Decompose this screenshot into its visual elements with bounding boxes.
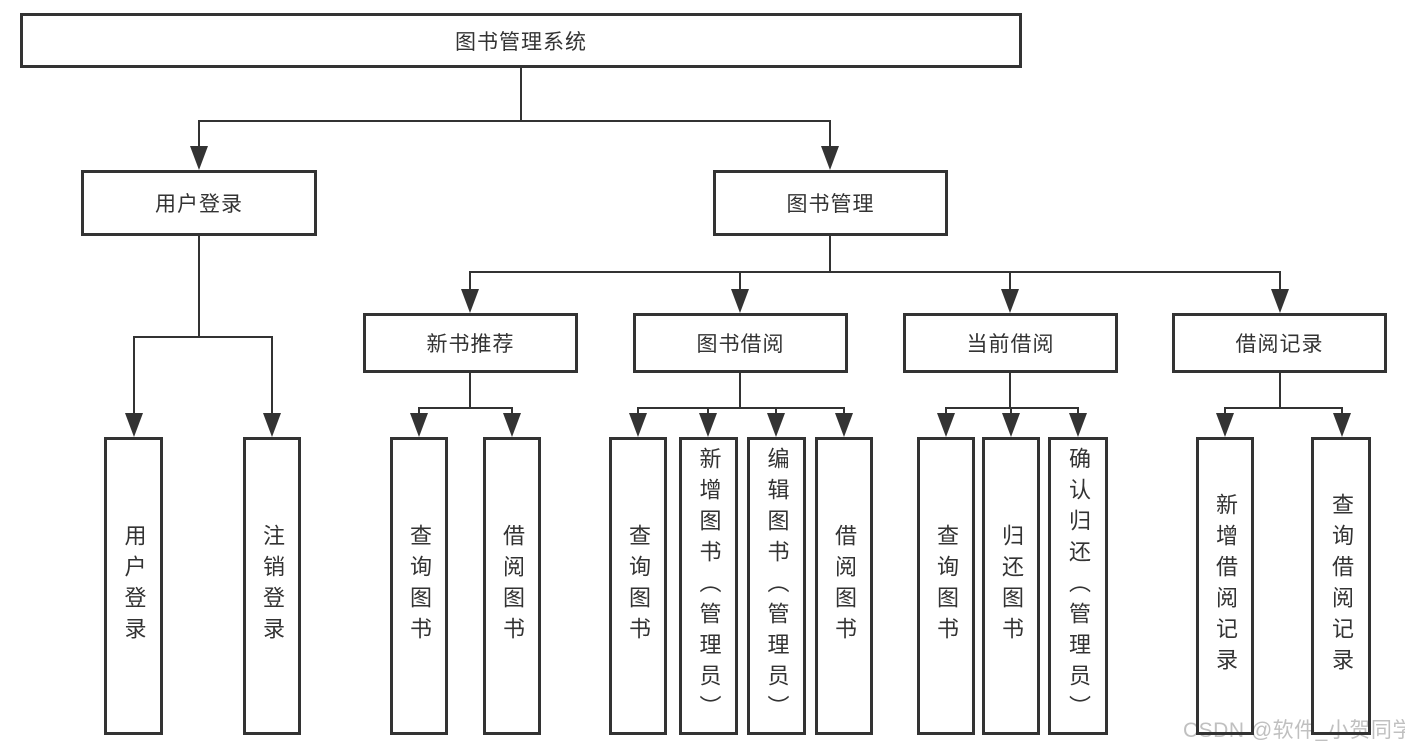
leaf-records-query-record: 查询借阅记录	[1311, 437, 1371, 735]
connector-line	[469, 271, 1281, 273]
leaf-user-login: 用户登录	[104, 437, 163, 735]
connector-line	[418, 407, 420, 414]
leaf-borrow-add-books-admin-label: 新增图书（管理员）	[696, 446, 722, 726]
connector-line	[1009, 271, 1011, 290]
connector-line	[198, 120, 200, 147]
connector-line	[739, 372, 741, 408]
arrowhead-icon	[1069, 413, 1087, 437]
leaf-records-query-record-label: 查询借阅记录	[1329, 493, 1354, 679]
node-book-borrowing-label: 图书借阅	[696, 333, 785, 356]
arrowhead-icon	[410, 413, 428, 437]
connector-line	[829, 235, 831, 272]
connector-line	[198, 120, 831, 122]
leaf-current-query-books: 查询图书	[917, 437, 975, 735]
node-borrowing-records: 借阅记录	[1172, 313, 1387, 373]
arrowhead-icon	[937, 413, 955, 437]
arrowhead-icon	[699, 413, 717, 437]
arrowhead-icon	[1001, 289, 1019, 313]
leaf-newbook-borrow-books-label: 借阅图书	[500, 524, 525, 648]
leaf-newbook-query-books: 查询图书	[390, 437, 448, 735]
node-user-login-label: 用户登录	[155, 193, 243, 216]
leaf-newbook-borrow-books: 借阅图书	[483, 437, 541, 735]
connector-line	[1341, 407, 1343, 414]
node-borrowing-records-label: 借阅记录	[1235, 333, 1324, 356]
connector-line	[829, 120, 831, 147]
arrowhead-icon	[125, 413, 143, 437]
leaf-current-confirm-return-admin-label: 确认归还（管理员）	[1066, 446, 1091, 726]
connector-line	[637, 407, 639, 414]
leaf-logout-label: 注销登录	[260, 524, 285, 648]
leaf-user-login-label: 用户登录	[121, 524, 147, 648]
leaf-records-add-record-label: 新增借阅记录	[1213, 493, 1238, 679]
node-root: 图书管理系统	[20, 13, 1022, 68]
connector-line	[775, 407, 777, 414]
leaf-current-return-books: 归还图书	[982, 437, 1040, 735]
arrowhead-icon	[767, 413, 785, 437]
arrowhead-icon	[629, 413, 647, 437]
leaf-current-query-books-label: 查询图书	[934, 524, 959, 648]
leaf-borrow-edit-books-admin: 编辑图书（管理员）	[747, 437, 806, 735]
leaf-newbook-query-books-label: 查询图书	[407, 524, 432, 648]
arrowhead-icon	[731, 289, 749, 313]
connector-line	[1010, 407, 1012, 414]
connector-line	[520, 67, 522, 122]
leaf-logout: 注销登录	[243, 437, 301, 735]
connector-line	[945, 407, 947, 414]
node-book-borrowing: 图书借阅	[633, 313, 848, 373]
arrowhead-icon	[461, 289, 479, 313]
connector-line	[511, 407, 513, 414]
leaf-borrow-query-books: 查询图书	[609, 437, 667, 735]
connector-line	[1009, 372, 1011, 408]
connector-line	[707, 407, 709, 414]
csdn-watermark: CSDN @软件_小贺同学	[1183, 719, 1405, 742]
arrowhead-icon	[503, 413, 521, 437]
connector-line	[1279, 372, 1281, 408]
arrowhead-icon	[1333, 413, 1351, 437]
leaf-borrow-borrow-books-label: 借阅图书	[832, 524, 857, 648]
arrowhead-icon	[1216, 413, 1234, 437]
connector-line	[843, 407, 845, 414]
node-book-management: 图书管理	[713, 170, 948, 236]
connector-line	[1077, 407, 1079, 414]
arrowhead-icon	[835, 413, 853, 437]
connector-line	[133, 336, 273, 338]
connector-line	[469, 271, 471, 290]
connector-line	[469, 372, 471, 408]
arrowhead-icon	[1271, 289, 1289, 313]
arrowhead-icon	[821, 146, 839, 170]
connector-line	[133, 336, 135, 414]
connector-line	[271, 336, 273, 414]
arrowhead-icon	[1002, 413, 1020, 437]
leaf-borrow-query-books-label: 查询图书	[626, 524, 651, 648]
connector-line	[1224, 407, 1226, 414]
leaf-borrow-add-books-admin: 新增图书（管理员）	[679, 437, 738, 735]
connector-line	[1279, 271, 1281, 290]
node-root-label: 图书管理系统	[455, 30, 587, 54]
node-current-borrowing-label: 当前借阅	[966, 333, 1055, 356]
leaf-current-return-books-label: 归还图书	[999, 524, 1024, 648]
arrowhead-icon	[263, 413, 281, 437]
node-user-login: 用户登录	[81, 170, 317, 236]
leaf-borrow-borrow-books: 借阅图书	[815, 437, 873, 735]
node-new-book-recommendation: 新书推荐	[363, 313, 578, 373]
node-current-borrowing: 当前借阅	[903, 313, 1118, 373]
node-new-book-recommendation-label: 新书推荐	[426, 333, 515, 356]
connector-line	[637, 407, 845, 409]
leaf-current-confirm-return-admin: 确认归还（管理员）	[1048, 437, 1108, 735]
node-book-management-label: 图书管理	[786, 193, 875, 216]
leaf-records-add-record: 新增借阅记录	[1196, 437, 1254, 735]
arrowhead-icon	[190, 146, 208, 170]
connector-line	[945, 407, 1079, 409]
connector-line	[739, 271, 741, 290]
connector-line	[198, 235, 200, 337]
leaf-borrow-edit-books-admin-label: 编辑图书（管理员）	[764, 446, 790, 726]
connector-line	[1224, 407, 1343, 409]
connector-line	[418, 407, 513, 409]
